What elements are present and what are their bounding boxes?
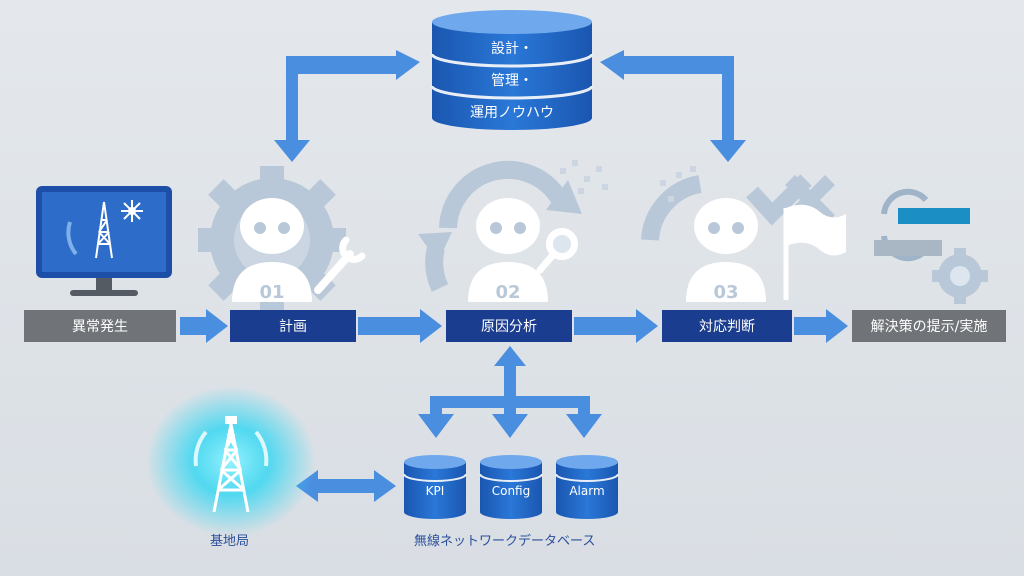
wrench-icon [314, 236, 366, 294]
magnifier-icon [536, 228, 578, 274]
step-label-analysis: 原因分析 [446, 310, 572, 342]
alarm-database-icon [555, 455, 619, 519]
knowledge-database-icon [430, 10, 594, 130]
robot-03-icon [686, 198, 766, 302]
base-station-label: 基地局 [210, 534, 250, 549]
knowledge-db-line-2: 管理・ [491, 73, 533, 89]
arrow-basestation-to-network-db [296, 470, 396, 502]
robot-01-icon [232, 198, 312, 302]
network-db-caption: 無線ネットワークデータベース [414, 534, 596, 549]
step-number-01: 01 [259, 282, 284, 303]
step-label-plan: 計画 [230, 310, 356, 342]
cycle-arrows-icon [418, 160, 608, 292]
robot-02-icon [468, 198, 548, 302]
solution-icon [874, 188, 988, 304]
knowledge-db-line-3: 運用ノウハウ [470, 105, 554, 121]
step-label-judgment: 対応判断 [662, 310, 792, 342]
base-station-icon [146, 386, 316, 536]
step-number-02: 02 [495, 282, 520, 303]
config-database-icon [479, 455, 543, 519]
arrow-db-to-judgment [600, 50, 746, 162]
arrow-db-to-plan [274, 50, 420, 162]
start-label: 異常発生 [24, 310, 176, 342]
step-number-03: 03 [713, 282, 738, 303]
knowledge-db-line-1: 設計・ [491, 41, 533, 57]
network-db-config-label: Config [491, 484, 531, 498]
monitor-alert-icon [36, 186, 172, 296]
network-db-alarm-label: Alarm [569, 484, 605, 498]
flag-icon [783, 204, 846, 300]
kpi-database-icon [403, 455, 467, 519]
arrow-analysis-to-network-db [418, 346, 602, 438]
flow-arrow [180, 309, 848, 343]
end-label: 解決策の提示/実施 [852, 310, 1006, 342]
network-db-kpi-label: KPI [425, 484, 445, 498]
